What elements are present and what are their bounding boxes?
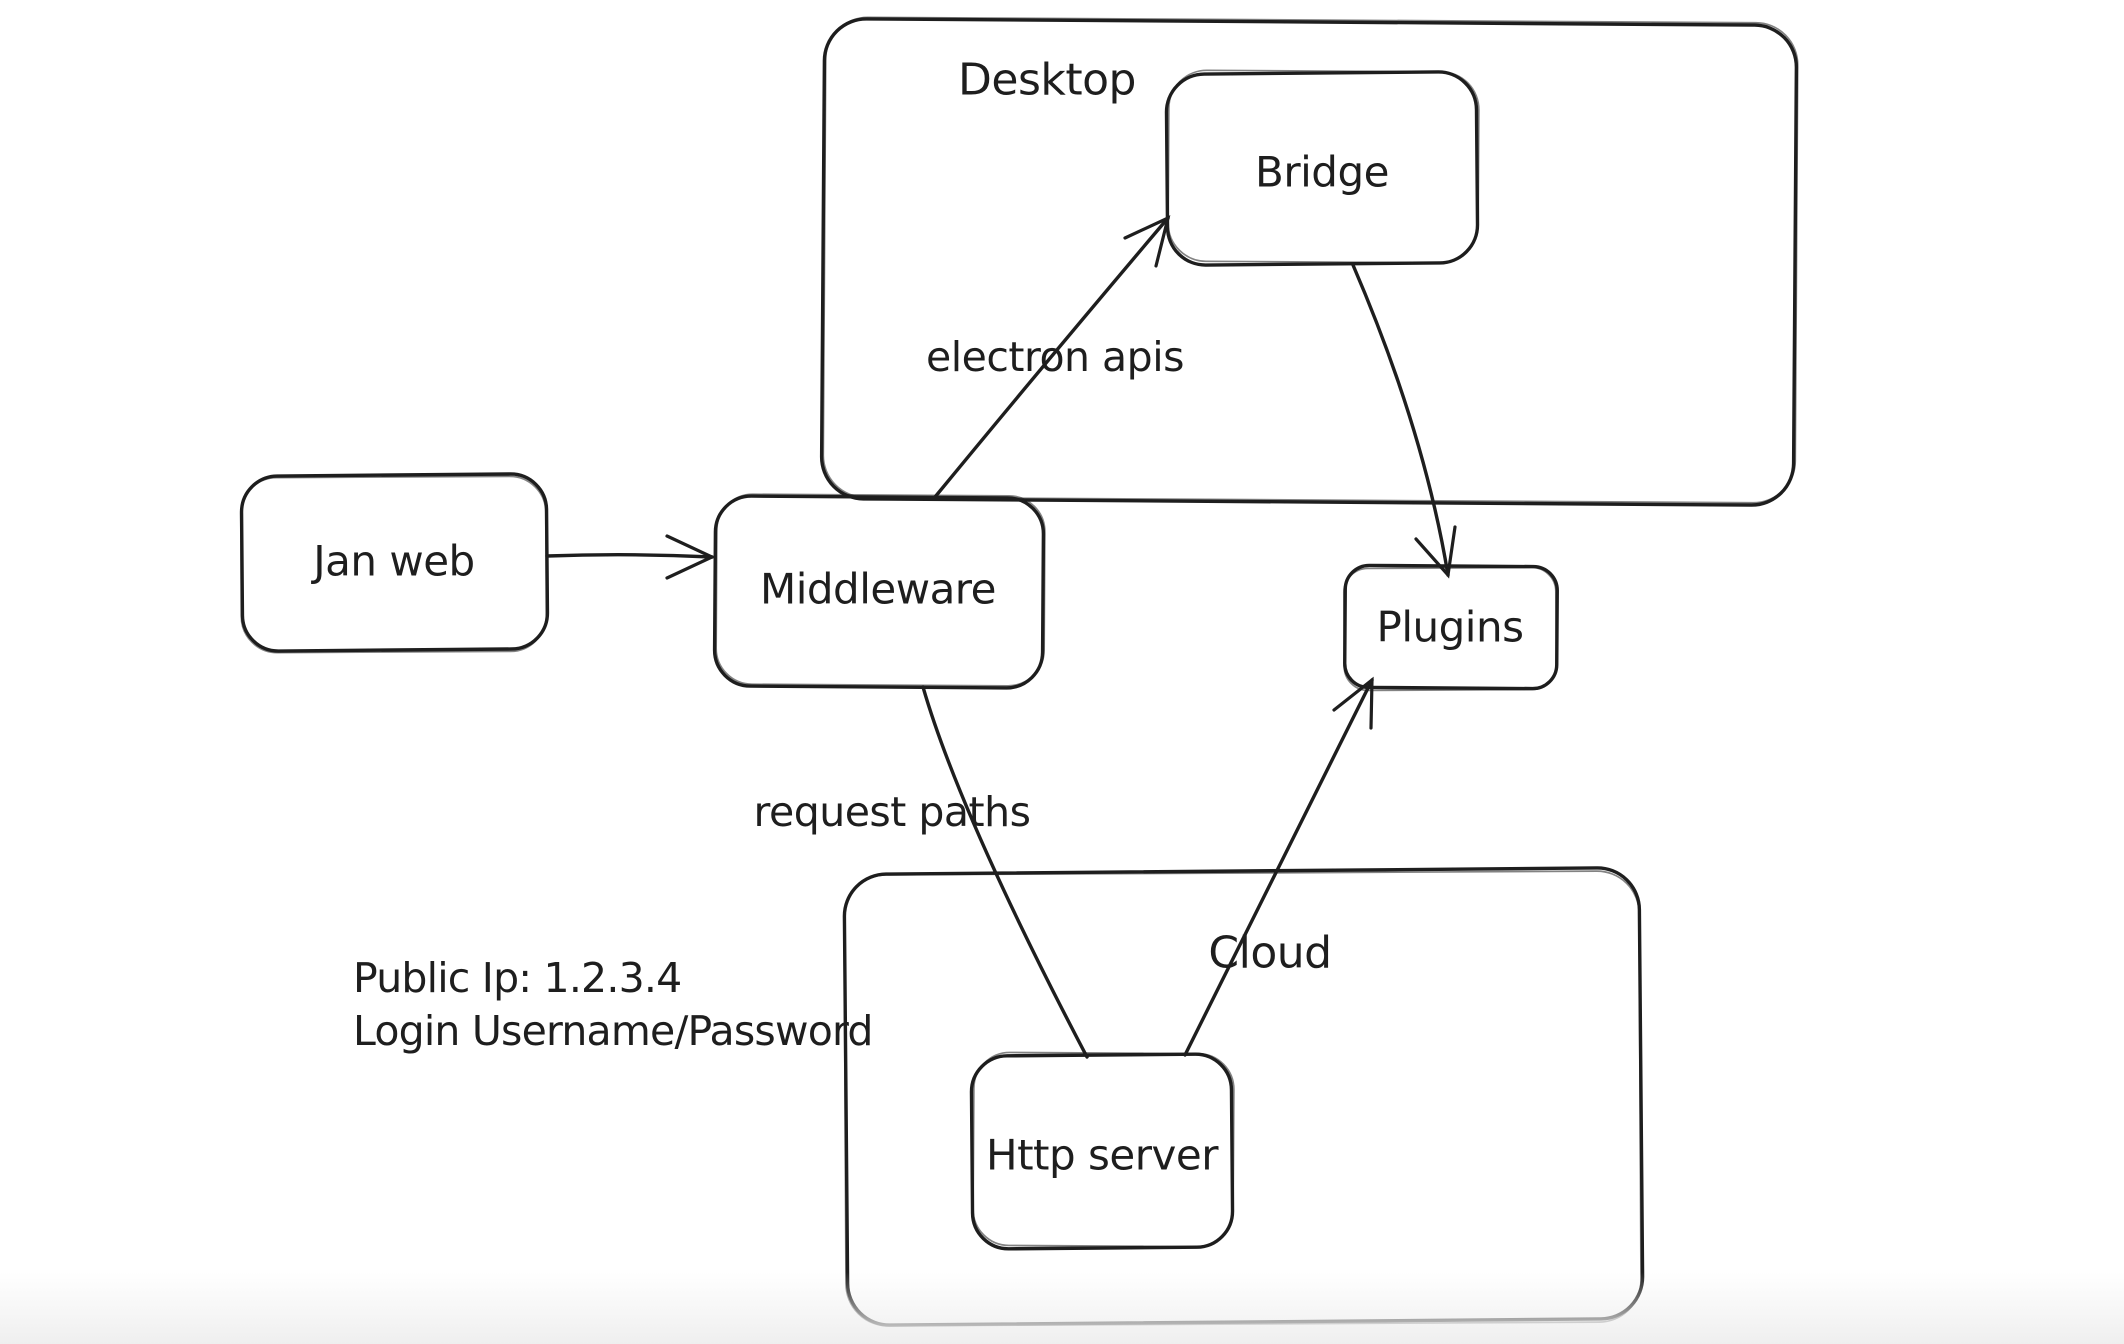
edge-bridge-plugins-shaft[interactable] <box>1351 263 1450 577</box>
edge-middleware-to-bridge[interactable]: electron apis <box>926 215 1184 499</box>
edge-bridge-to-plugins[interactable] <box>1351 263 1457 579</box>
middleware-box-sketch-stroke <box>715 493 1046 687</box>
desktop-container-label[interactable]: Desktop <box>958 55 1136 106</box>
container-desktop[interactable]: Desktop <box>819 16 1799 507</box>
node-jan-web[interactable]: Jan web <box>239 472 550 654</box>
node-http-server[interactable]: Http server <box>969 1051 1235 1251</box>
bridge-label[interactable]: Bridge <box>1255 148 1389 197</box>
annotation-credentials[interactable]: Public Ip: 1.2.3.4 Login Username/Passwo… <box>353 954 873 1055</box>
edge-janweb-middleware-shaft[interactable] <box>545 553 714 559</box>
middleware-box[interactable] <box>712 494 1046 690</box>
plugins-label[interactable]: Plugins <box>1377 603 1524 652</box>
bridge-box-sketch-stroke <box>1167 69 1480 264</box>
http-server-box-sketch-stroke <box>972 1051 1235 1248</box>
plugins-box-sketch-stroke <box>1342 566 1558 692</box>
arrowhead-into-middleware <box>665 534 716 580</box>
node-plugins[interactable]: Plugins <box>1342 563 1559 692</box>
arrowhead-into-plugins-top <box>1414 525 1457 579</box>
bridge-box[interactable] <box>1164 70 1480 267</box>
http-server-label[interactable]: Http server <box>986 1131 1220 1180</box>
annotation-public-ip[interactable]: Public Ip: 1.2.3.4 <box>353 954 682 1002</box>
edge-httpserver-to-plugins[interactable] <box>1183 676 1374 1057</box>
edge-middleware-httpserver-shaft[interactable] <box>921 685 1089 1059</box>
canvas-bottom-fade <box>0 1272 2124 1344</box>
edge-label-electron-apis[interactable]: electron apis <box>926 333 1184 381</box>
edge-httpserver-plugins-shaft[interactable] <box>1183 678 1374 1057</box>
jan-web-box-sketch-stroke <box>239 475 548 654</box>
node-middleware[interactable]: Middleware <box>712 493 1046 690</box>
middleware-label[interactable]: Middleware <box>760 565 997 614</box>
desktop-container-box[interactable] <box>819 17 1799 507</box>
arrowhead-into-plugins-bottom <box>1332 676 1374 730</box>
jan-web-label[interactable]: Jan web <box>310 537 475 586</box>
http-server-box[interactable] <box>969 1052 1235 1251</box>
node-bridge[interactable]: Bridge <box>1164 69 1480 267</box>
edge-label-request-paths[interactable]: request paths <box>754 788 1031 836</box>
edge-janweb-to-middleware[interactable] <box>545 534 716 580</box>
annotation-login[interactable]: Login Username/Password <box>353 1007 873 1055</box>
edge-middleware-to-httpserver[interactable]: request paths <box>754 685 1089 1059</box>
edge-middleware-bridge-shaft[interactable] <box>933 216 1170 499</box>
desktop-container-box-sketch-stroke <box>822 16 1799 504</box>
plugins-box[interactable] <box>1343 563 1559 691</box>
jan-web-box[interactable] <box>239 472 550 653</box>
